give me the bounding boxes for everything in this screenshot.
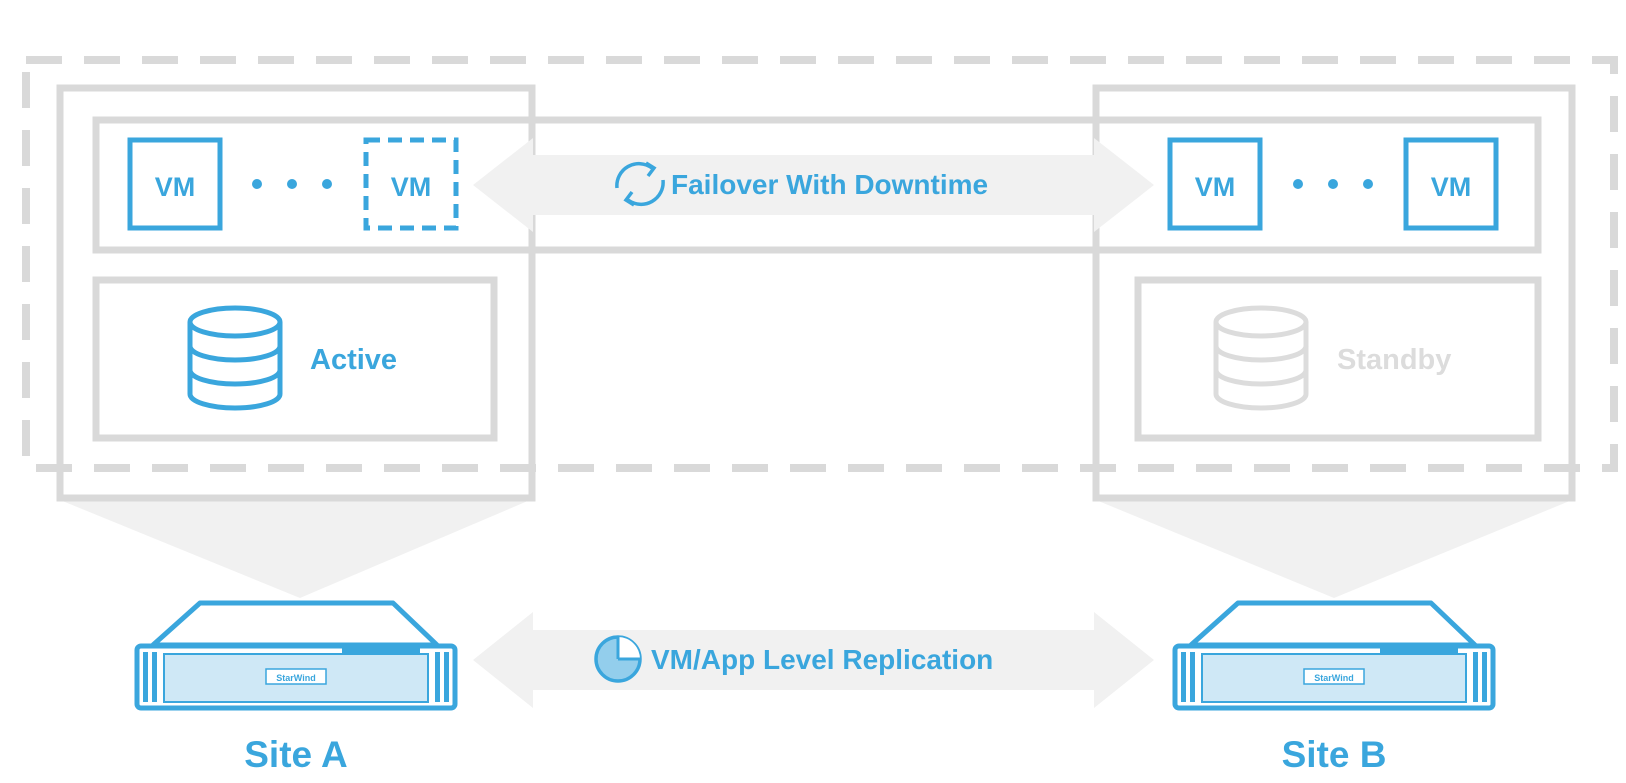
- site-b-storage-state: Standby: [1337, 344, 1451, 376]
- sync-arrows-icon: [615, 161, 665, 207]
- server-brand: StarWind: [276, 673, 315, 683]
- site-b-server-icon: StarWind: [1172, 600, 1496, 711]
- site-b-storage-box: [1134, 276, 1542, 442]
- vm-label: VM: [155, 172, 196, 202]
- site-b-host-frame: [1092, 84, 1576, 502]
- site-a-projection: [60, 500, 530, 598]
- database-icon: [187, 305, 283, 411]
- server-brand: StarWind: [1314, 673, 1353, 683]
- site-a-vm-ellipsis: [252, 179, 332, 189]
- site-a-storage-state: Active: [310, 344, 397, 376]
- site-b-label: Site B: [1282, 734, 1387, 775]
- site-a-vm-migrating: VM: [363, 137, 459, 231]
- pie-chart-icon: [594, 635, 642, 683]
- vm-label: VM: [1195, 172, 1236, 202]
- site-a-vm-1: VM: [127, 137, 223, 231]
- database-icon: [1213, 305, 1309, 411]
- vm-tier-band: [92, 116, 1542, 254]
- replication-arrow: [473, 612, 1154, 708]
- site-b-vm-2: VM: [1403, 137, 1499, 231]
- failover-label: Failover With Downtime: [671, 169, 988, 200]
- site-a-storage-box: [92, 276, 498, 442]
- replication-label: VM/App Level Replication: [651, 644, 993, 675]
- site-a-label: Site A: [244, 734, 347, 775]
- failover-arrow: [473, 138, 1154, 232]
- site-a-server-icon: StarWind: [134, 600, 458, 711]
- site-b-projection: [1096, 500, 1572, 598]
- vm-label: VM: [1431, 172, 1472, 202]
- vm-label: VM: [391, 172, 432, 202]
- cluster-boundary: [22, 56, 1618, 472]
- site-b-vm-1: VM: [1167, 137, 1263, 231]
- site-b-vm-ellipsis: [1293, 179, 1373, 189]
- site-a-host-frame: [56, 84, 536, 502]
